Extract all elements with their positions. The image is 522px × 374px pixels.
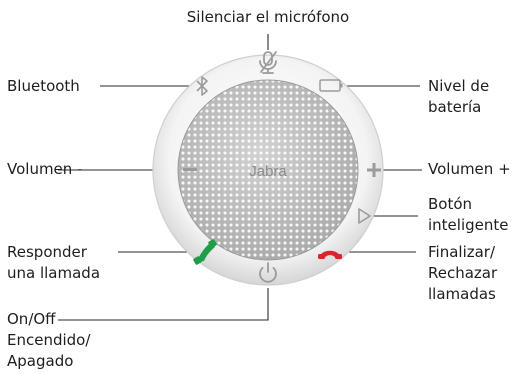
label-answer-call: Responder una llamada — [7, 243, 101, 282]
phone-hangup-icon[interactable] — [318, 250, 342, 259]
label-power: On/Off Encendido/ Apagado — [7, 310, 91, 370]
label-volume-up: Volumen + — [428, 160, 511, 178]
bluetooth-icon[interactable] — [196, 76, 208, 96]
plus-icon[interactable] — [367, 163, 381, 177]
power-icon[interactable] — [259, 262, 277, 283]
phone-answer-icon[interactable] — [193, 239, 218, 266]
label-battery-level: Nivel de batería — [428, 77, 490, 116]
label-smart-button: Botón inteligente — [428, 195, 509, 234]
brand-logo: Jabra — [249, 163, 287, 180]
speaker-grill-holes — [178, 80, 358, 260]
minus-icon[interactable] — [183, 168, 197, 171]
label-bluetooth: Bluetooth — [7, 77, 80, 95]
play-triangle-icon[interactable] — [358, 208, 371, 224]
label-volume-down: Volumen - — [7, 160, 83, 178]
microphone-muted-icon[interactable] — [259, 51, 277, 74]
leader-lines — [58, 34, 422, 321]
label-mute: Silenciar el micrófono — [186, 8, 350, 26]
battery-icon — [319, 79, 343, 92]
label-end-call: Finalizar/ Rechazar llamadas — [428, 243, 498, 303]
leader-power — [58, 288, 269, 321]
